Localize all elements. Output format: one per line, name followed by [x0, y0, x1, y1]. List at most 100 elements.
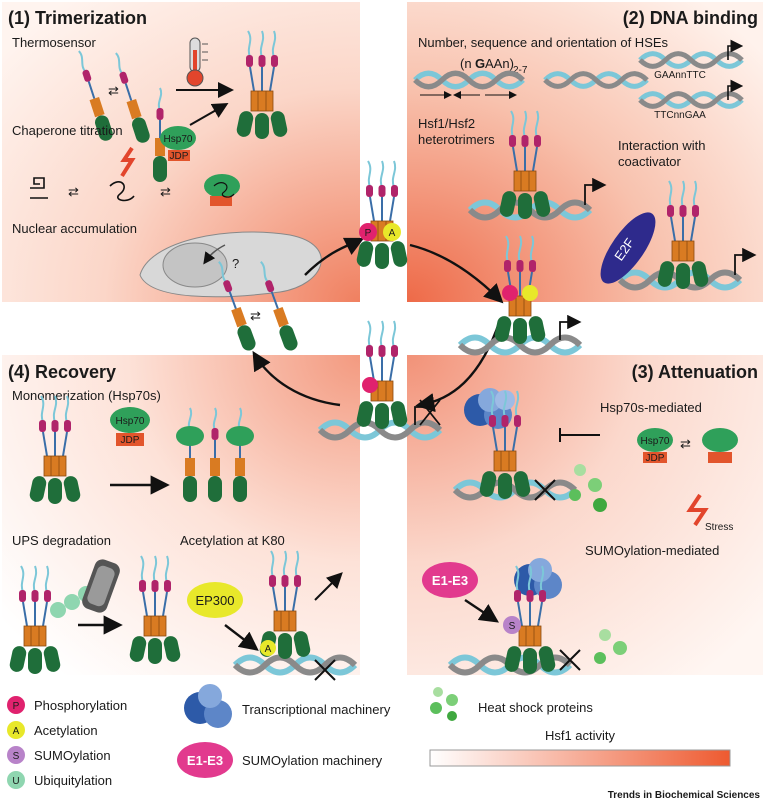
acetyl-mark-right	[522, 285, 538, 301]
hsp70-label: Hsp70	[164, 134, 193, 145]
phospho-mark-right	[502, 285, 518, 301]
acetyl-mark-label: A	[389, 228, 396, 239]
center-monomers-left: ⇄	[211, 258, 301, 354]
thermometer-icon	[186, 37, 208, 87]
legend-e1e3-icon	[177, 742, 233, 778]
label-coactivator: coactivator	[618, 154, 682, 169]
svg-text:E1-E3: E1-E3	[187, 753, 223, 768]
label-interaction: Interaction with	[618, 138, 705, 153]
svg-text:⇄: ⇄	[680, 436, 691, 451]
cycle-arrow-2	[409, 243, 504, 304]
e1e3-enzyme: E1-E3	[422, 562, 478, 598]
svg-text:A: A	[13, 726, 20, 737]
panel-title-recovery: (4) Recovery	[8, 362, 116, 382]
misfolded-protein-icon: ⇄ ⇄	[30, 177, 171, 202]
svg-text:(n: (n	[460, 56, 472, 71]
center-trimer-bottom	[354, 320, 410, 430]
svg-text:Hsp70: Hsp70	[116, 416, 145, 427]
label-nuclear-accumulation: Nuclear accumulation	[12, 221, 137, 236]
footer-journal: Trends in Biochemical Sciences	[608, 790, 761, 801]
panel-attenuation-bg	[407, 355, 763, 675]
label-sumoylation-mediated: SUMOylation-mediated	[585, 543, 719, 558]
legend-phospho-icon	[7, 696, 25, 714]
legend-acetylation: Acetylation	[34, 723, 98, 738]
cycle-arrow-1	[304, 237, 365, 276]
heat-shock-proteins-sumo	[594, 629, 627, 664]
legend: P Phosphorylation A Acetylation S SUMOyl…	[7, 684, 731, 789]
acetyl-mark	[383, 223, 401, 241]
legend-acetyl-icon	[7, 721, 25, 739]
hsf-hsp70-complex: Hsp70 JDP	[152, 87, 196, 183]
svg-text:Hsp70: Hsp70	[641, 436, 670, 447]
acetyl-mark-k80-label: A	[265, 644, 272, 655]
svg-text:JDP: JDP	[646, 453, 665, 464]
cell-icon: ?	[139, 231, 322, 298]
label-monomerization: Monomerization (Hsp70s)	[12, 388, 161, 403]
legend-transcriptional: Transcriptional machinery	[242, 702, 391, 717]
sumo-mark-label: S	[509, 621, 516, 632]
legend-machinery-icon	[184, 684, 232, 728]
motif-ttcnngaa: TTCnnGAA	[654, 110, 706, 121]
hse-motif: (n G AAn) 2-7	[460, 56, 528, 76]
e2f-coactivator: E2F	[600, 212, 656, 284]
center-trimer-top	[354, 160, 410, 270]
monomerized-hsf	[176, 407, 254, 503]
hsf1-activity-scale	[429, 749, 731, 767]
panel-title-trimerization: (1) Trimerization	[8, 8, 147, 28]
label-hse-note: Number, sequence and orientation of HSEs	[418, 35, 669, 50]
label-hsf1-hsf2: Hsf1/Hsf2	[418, 116, 475, 131]
label-thermosensor: Thermosensor	[12, 35, 96, 50]
legend-sumoylation: SUMOylation	[34, 748, 111, 763]
phospho-mark-label: P	[365, 228, 372, 239]
acetyl-mark-k80	[260, 640, 276, 656]
question-mark: ?	[232, 256, 239, 271]
motif-gaannttc: GAAnnTTC	[654, 70, 706, 81]
legend-sumo-icon	[7, 746, 25, 764]
svg-text:2-7: 2-7	[513, 65, 528, 76]
label-stress: Stress	[705, 522, 733, 533]
svg-text:S: S	[13, 751, 20, 762]
legend-ubiquitylation: Ubiquitylation	[34, 773, 112, 788]
phospho-mark-bottom	[362, 377, 378, 393]
hsp70-jdp-att: Hsp70 JDP ⇄	[637, 428, 738, 464]
hsp70-jdp-client	[204, 174, 240, 206]
panel-title-dna-binding: (2) DNA binding	[623, 8, 758, 28]
legend-hsp-icon	[430, 687, 458, 721]
stress-bolt-icon	[120, 146, 136, 178]
svg-text:EP300: EP300	[195, 593, 234, 608]
panel-recovery-bg	[2, 355, 360, 675]
cycle-arrow-3	[415, 319, 502, 413]
svg-text:⇄: ⇄	[68, 184, 79, 199]
stress-bolt-att	[686, 493, 709, 527]
legend-ubiq-icon	[7, 771, 25, 789]
cycle-arrow-4	[252, 350, 341, 407]
jdp-label: JDP	[170, 151, 189, 162]
svg-text:⇄: ⇄	[108, 83, 119, 98]
hsp70-jdp-recovery: Hsp70 JDP	[110, 407, 150, 446]
monomer-pair: ⇄	[71, 47, 153, 146]
phospho-mark	[359, 223, 377, 241]
legend-heat-shock: Heat shock proteins	[478, 700, 593, 715]
sumo-mark	[503, 616, 521, 634]
svg-text:⇄: ⇄	[250, 308, 261, 323]
svg-text:P: P	[13, 701, 20, 712]
panel-title-attenuation: (3) Attenuation	[632, 362, 758, 382]
svg-text:AAn): AAn)	[485, 56, 514, 71]
proteasome-icon	[82, 559, 120, 613]
legend-phosphorylation: Phosphorylation	[34, 698, 127, 713]
label-heterotrimers: heterotrimers	[418, 132, 495, 147]
ep300-icon: EP300	[187, 582, 243, 618]
svg-text:JDP: JDP	[121, 435, 140, 446]
heat-shock-proteins-att	[569, 464, 607, 512]
svg-text:E1-E3: E1-E3	[432, 573, 468, 588]
legend-sumo-machinery: SUMOylation machinery	[242, 753, 383, 768]
svg-text:U: U	[12, 776, 19, 787]
label-chaperone-titration: Chaperone titration	[12, 123, 123, 138]
label-hsp70s-mediated: Hsp70s-mediated	[600, 400, 702, 415]
label-acetylation-k80: Acetylation at K80	[180, 533, 285, 548]
label-ups-degradation: UPS degradation	[12, 533, 111, 548]
svg-text:⇄: ⇄	[160, 184, 171, 199]
legend-activity-label: Hsf1 activity	[545, 728, 616, 743]
svg-text:G: G	[475, 56, 485, 71]
